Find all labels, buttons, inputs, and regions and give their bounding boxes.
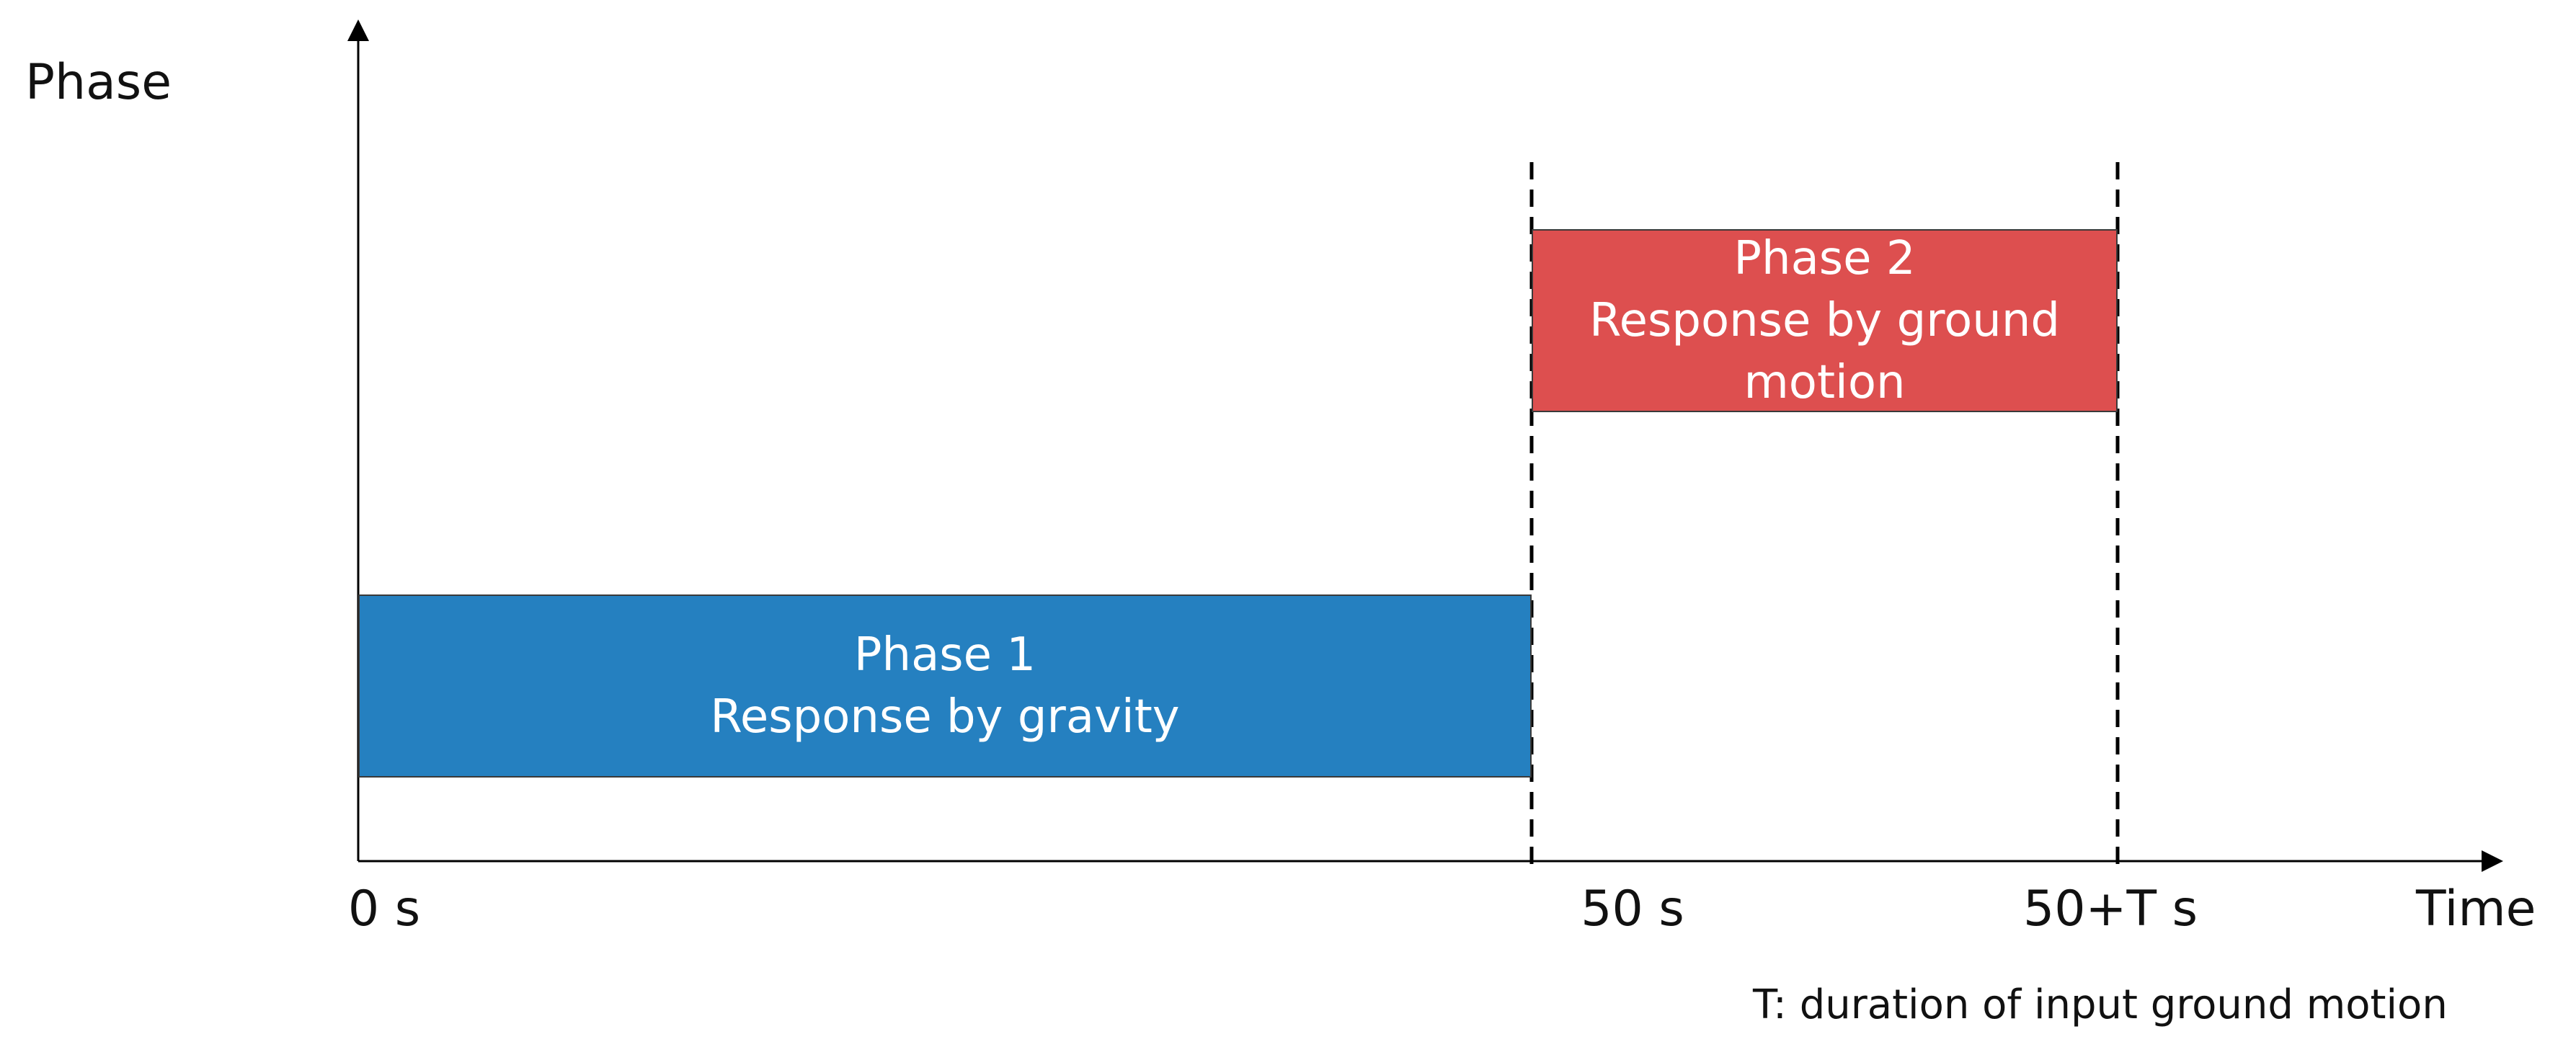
footnote: T: duration of input ground motion (1753, 981, 2448, 1028)
phase-1-label: Phase 1 Response by gravity (710, 628, 1180, 744)
tick-label-50s: 50 s (1581, 881, 1684, 937)
x-axis-title: Time (2416, 881, 2536, 937)
y-axis-title: Phase (25, 54, 172, 111)
tick-label-0s: 0 s (347, 881, 421, 937)
tick-label-50-plus-t-s: 50+T s (2022, 881, 2198, 937)
phase-2-label: Phase 2 Response by ground motion (1589, 232, 2060, 409)
phase-1-box: Phase 1 Response by gravity (358, 594, 1532, 778)
phase-2-box: Phase 2 Response by ground motion (1532, 229, 2118, 412)
